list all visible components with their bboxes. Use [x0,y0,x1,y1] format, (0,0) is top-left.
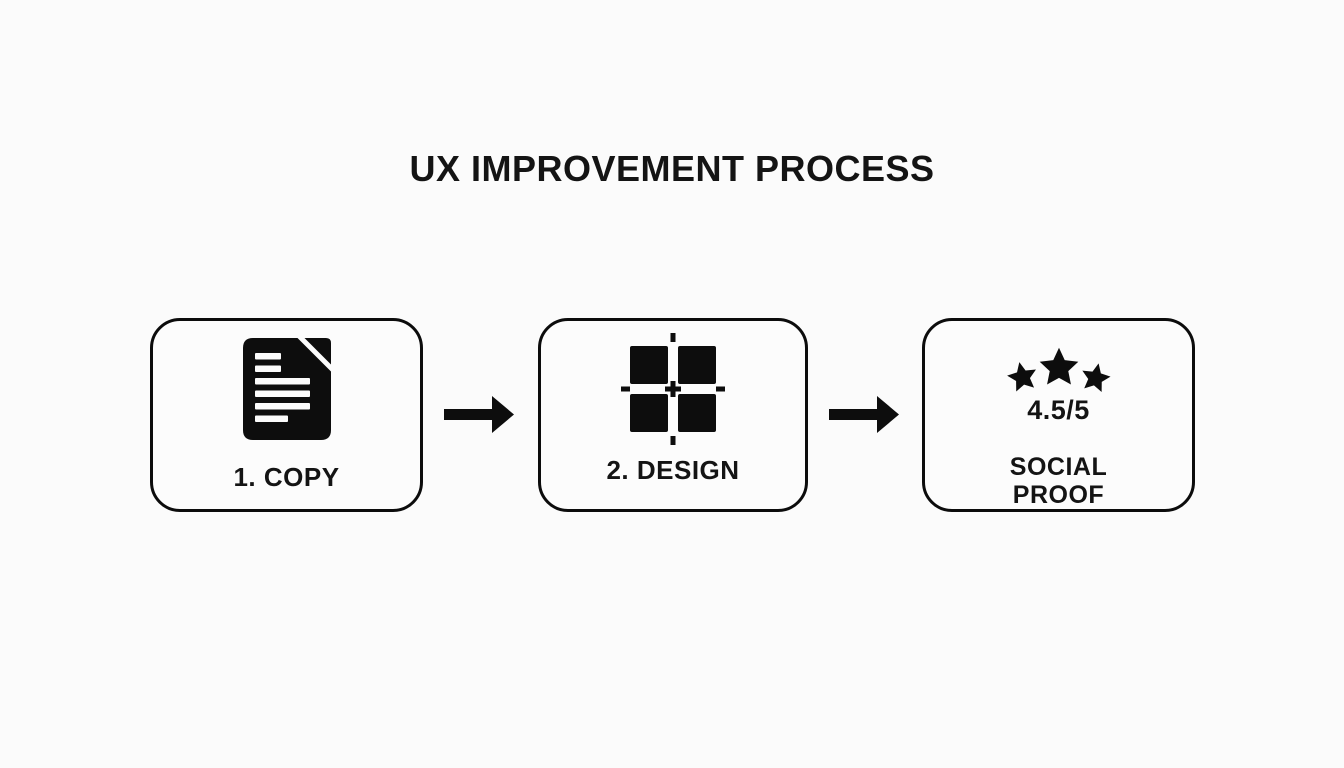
step-label-design: 2. DESIGN [606,455,740,485]
step-box-copy: 1. COPY [150,318,423,512]
arrow-right-icon [829,396,899,433]
step-box-social-proof: 4.5/5 SOCIAL PROOF [922,318,1195,512]
step-box-design: 2. DESIGN [538,318,808,512]
star-rating-icon [1006,347,1111,393]
rating-value: 4.5/5 [1027,395,1090,425]
arrow-right-icon [444,396,514,433]
diagram-title: UX IMPROVEMENT PROCESS [409,148,935,189]
document-icon [242,338,331,440]
step-label-social-proof: SOCIAL PROOF [1009,453,1108,509]
step-label-copy: 1. COPY [233,462,340,492]
layout-grid-icon [621,333,725,445]
